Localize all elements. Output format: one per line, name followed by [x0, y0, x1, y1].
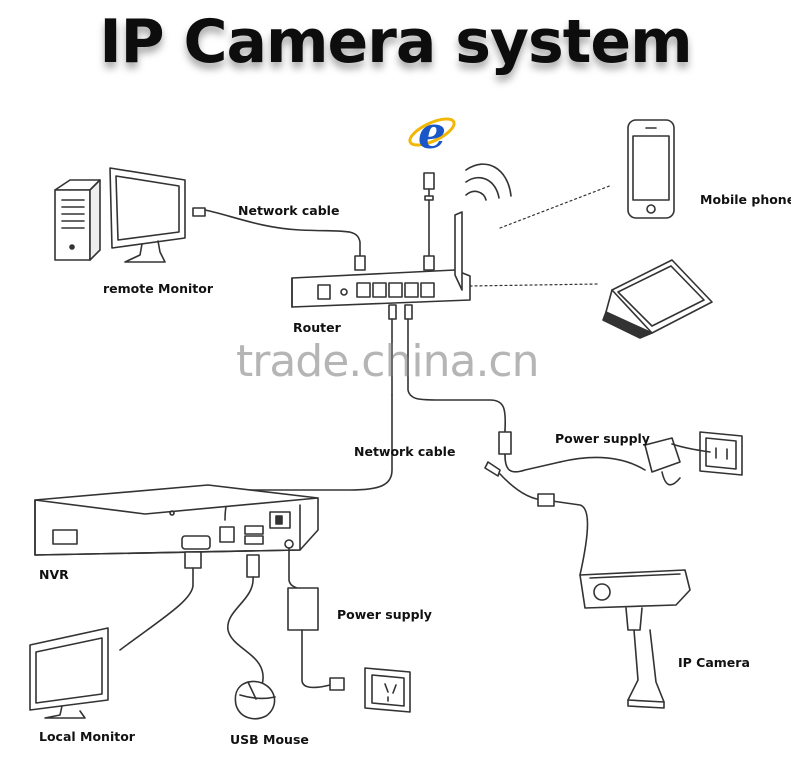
router-icon	[291, 163, 512, 431]
label-network-cable-mid: Network cable	[354, 444, 456, 459]
label-local-monitor: Local Monitor	[39, 729, 135, 744]
label-router: Router	[293, 320, 341, 335]
label-power-supply-camera: Power supply	[555, 431, 650, 446]
pc-tower-icon	[54, 179, 101, 261]
ie-letter: e	[418, 108, 446, 159]
title-container: IP Camera system	[0, 2, 791, 82]
remote-monitor-icon	[109, 167, 186, 263]
label-network-cable-top: Network cable	[238, 203, 340, 218]
page-title: IP Camera system	[99, 7, 692, 77]
label-ip-camera: IP Camera	[678, 655, 750, 670]
watermark: trade.china.cn	[236, 336, 540, 387]
label-nvr: NVR	[39, 567, 69, 582]
laptop-icon	[602, 259, 713, 339]
nvr-icon	[34, 484, 319, 556]
ip-camera-icon	[579, 569, 691, 709]
wall-socket-nvr-icon	[364, 667, 411, 713]
power-adapter-icon	[644, 437, 711, 473]
mobile-phone-icon	[627, 119, 675, 219]
label-power-supply-nvr: Power supply	[337, 607, 432, 622]
internet-explorer-icon: e	[408, 108, 456, 159]
wall-socket-camera-icon	[699, 431, 743, 476]
label-remote-monitor: remote Monitor	[103, 281, 213, 296]
local-monitor-icon	[29, 627, 109, 719]
cable-plug-icon	[192, 207, 206, 217]
label-usb-mouse: USB Mouse	[230, 732, 309, 747]
label-mobile-phone: Mobile phone	[700, 192, 791, 207]
usb-mouse-icon	[234, 680, 276, 720]
